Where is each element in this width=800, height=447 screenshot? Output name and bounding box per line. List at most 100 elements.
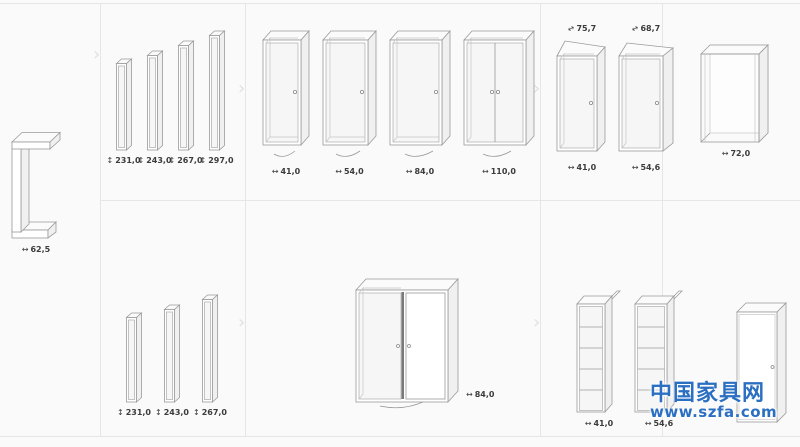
- dimension-value: 267,0: [177, 156, 203, 165]
- dimension-value: 68,7: [640, 24, 661, 33]
- dimension-value: 41,0: [280, 167, 301, 176]
- dimension-value: 231,0: [125, 408, 151, 417]
- height-arrow-icon: ↕: [137, 156, 145, 165]
- section-chevron-icon: ›: [238, 312, 246, 333]
- slant-arrow-icon: ↔: [565, 23, 576, 35]
- height-arrow-icon: ↕: [106, 156, 114, 165]
- panel-item: ↕ 267,0: [169, 40, 203, 166]
- dimension-label: ↔ 84,0: [466, 390, 494, 400]
- shelf-cabinet-drawing: [576, 290, 621, 414]
- panel-drawing: [145, 50, 164, 151]
- slanted-wardrobe-item: ↔ 68,7 ↔ 54,6: [618, 23, 675, 174]
- section-chevron-icon: ›: [533, 78, 541, 99]
- section-chevron-icon: ›: [238, 78, 246, 99]
- dimension-label: ↔ 41,0: [272, 167, 300, 177]
- width-arrow-icon: ↔: [405, 167, 413, 176]
- grid-line-middle: [100, 200, 800, 201]
- wardrobe-drawing: [322, 29, 377, 157]
- panel-drawing: [125, 312, 143, 403]
- height-arrow-icon: ↕: [168, 156, 176, 165]
- wardrobe-item: ↔ 84,0: [389, 28, 451, 177]
- wardrobe-item: ↔ 54,0: [322, 28, 377, 177]
- section-chevron-icon: ›: [533, 312, 541, 333]
- slanted-row: ↔ 75,7 ↔ 41,0 ↔: [556, 23, 675, 174]
- watermark-site-url: www.szfa.com: [650, 403, 778, 422]
- watermark-site-name: 中国家具网: [650, 381, 766, 406]
- dimension-label: ↔ 41,0: [585, 419, 613, 429]
- dimension-value: 75,7: [576, 24, 597, 33]
- side-panel-drawing: [10, 131, 62, 239]
- open-frame-item: ↔ 72,0: [700, 42, 772, 159]
- slanted-wardrobe-drawing: [618, 42, 675, 153]
- dimension-label: ↕ 297,0: [200, 156, 234, 166]
- watermark: 中国家具网 www.szfa.com: [650, 382, 777, 421]
- open-frame-drawing: [700, 44, 769, 143]
- panel-item: ↕ 231,0: [107, 58, 141, 166]
- solid-cabinet-drawing: [736, 302, 787, 423]
- panel-item: ↕ 297,0: [200, 30, 234, 166]
- dimension-value: 84,0: [414, 167, 435, 176]
- height-arrow-icon: ↕: [116, 408, 124, 417]
- dimension-label: ↕ 231,0: [107, 156, 141, 166]
- panel-item: ↕ 243,0: [154, 304, 190, 418]
- wardrobe-item: ↔ 41,0: [262, 28, 310, 177]
- width-arrow-icon: ↔: [335, 167, 342, 176]
- dimension-label: ↕ 267,0: [169, 156, 203, 166]
- dimension-value: 297,0: [208, 156, 234, 165]
- dimension-label: ↔ 110,0: [482, 167, 516, 177]
- dimension-value: 54,0: [343, 167, 364, 176]
- grid-line-v2: [245, 3, 246, 437]
- dimension-label: ↕ 267,0: [193, 408, 227, 418]
- dimension-value: 54,6: [653, 419, 674, 428]
- wardrobe-drawing: [463, 29, 535, 157]
- width-arrow-icon: ↔: [271, 167, 279, 176]
- panel-drawing: [163, 304, 181, 403]
- shelf-cabinet-drawing: [634, 290, 683, 414]
- grid-line-v3: [540, 3, 541, 437]
- grid-line-bottom: [0, 436, 800, 437]
- wardrobe-drawing: [262, 29, 310, 157]
- grid-line-v4: [662, 3, 663, 437]
- grid-line-top: [0, 3, 800, 4]
- dimension-value: 110,0: [490, 167, 516, 176]
- dimension-value: 267,0: [201, 408, 227, 417]
- panel-item: ↕ 243,0: [137, 50, 172, 166]
- panel-drawing: [176, 40, 195, 151]
- slant-dimension-label: ↔ 75,7: [565, 23, 597, 35]
- dimension-label: ↔ 84,0: [406, 167, 434, 177]
- width-arrow-icon: ↔: [584, 419, 592, 428]
- dimension-value: 243,0: [146, 156, 172, 165]
- dimension-value: 41,0: [576, 163, 597, 173]
- width-arrow-icon: ↔: [567, 163, 575, 173]
- panel-drawing: [201, 294, 219, 403]
- shelf-cabinet-item: ↔ 41,0: [576, 290, 622, 429]
- dimension-label: ↔ 54,6: [632, 163, 660, 173]
- dimension-label: ↔ 54,0: [335, 167, 363, 177]
- shelf-cabinet-item: ↔ 54,6: [634, 290, 684, 429]
- dimension-value: 72,0: [730, 149, 751, 158]
- dimension-label: ↔ 62,5: [22, 245, 50, 255]
- slant-dimension-label: ↔ 68,7: [629, 23, 661, 35]
- dimension-value: 231,0: [115, 156, 141, 165]
- panel-drawing: [114, 58, 133, 151]
- dimension-label: ↔ 41,0: [568, 163, 596, 173]
- dimension-label: ↔ 54,6: [645, 419, 673, 429]
- section-chevron-icon: ›: [93, 44, 101, 65]
- dimension-label: ↔ 72,0: [722, 149, 750, 159]
- height-arrow-icon: ↕: [154, 408, 162, 417]
- dimension-value: 54,6: [640, 163, 661, 173]
- slanted-wardrobe-item: ↔ 75,7 ↔ 41,0: [556, 23, 608, 174]
- width-arrow-icon: ↔: [721, 149, 729, 158]
- grid-line-v1: [100, 3, 101, 437]
- panel-item: ↕ 231,0: [116, 312, 152, 418]
- panel-item: ↕ 267,0: [192, 294, 228, 418]
- wardrobe-drawing: [389, 29, 451, 157]
- width-arrow-icon: ↔: [631, 163, 639, 173]
- side-panel-item: ↔ 62,5: [8, 131, 64, 255]
- panels-top-row: ↕ 231,0 ↕ 243,0: [107, 30, 234, 166]
- height-arrow-icon: ↕: [199, 156, 207, 165]
- slant-arrow-icon: ↔: [629, 23, 640, 35]
- height-arrow-icon: ↕: [192, 408, 200, 417]
- dimension-value: 84,0: [474, 390, 495, 399]
